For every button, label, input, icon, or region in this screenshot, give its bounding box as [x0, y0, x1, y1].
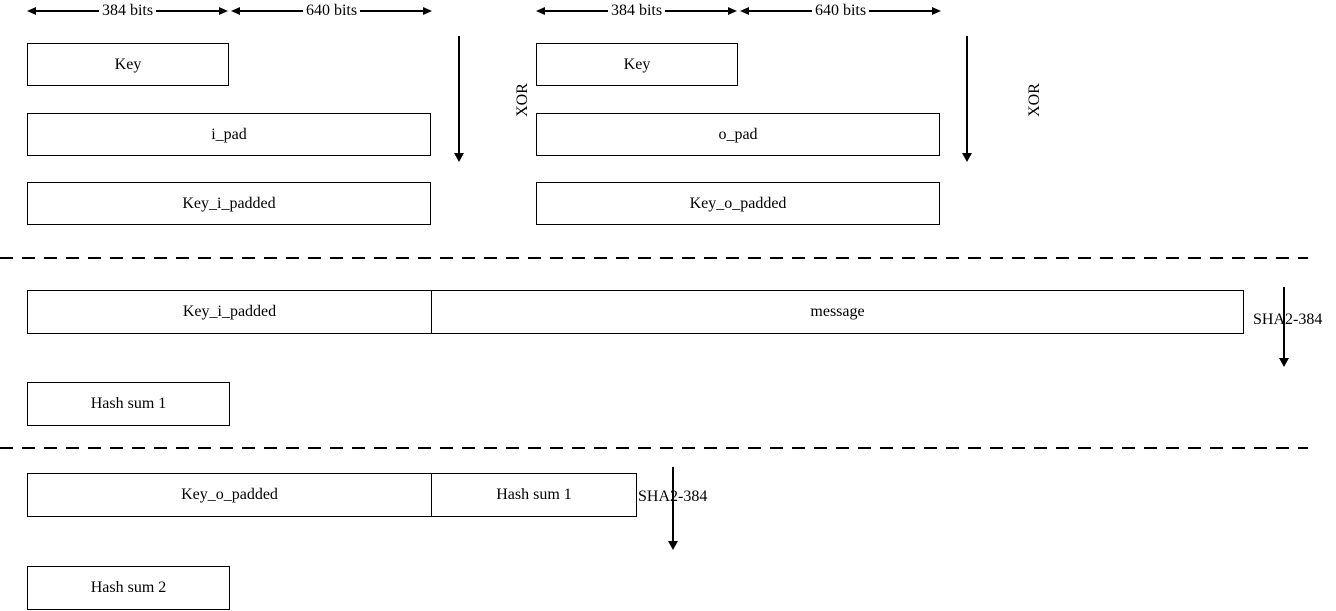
message-box: message: [432, 290, 1244, 334]
arrow-line: [545, 10, 608, 12]
dimension-arrow-inner-384bits: 384 bits: [27, 2, 228, 19]
sha-label-outer: SHA2-384: [638, 488, 708, 505]
dimension-label: 384 bits: [610, 2, 663, 19]
arrowhead-right-icon: [728, 7, 737, 15]
message-box-label: message: [810, 303, 865, 320]
xor-label-inner: XOR: [514, 83, 531, 117]
arrowhead-left-icon: [536, 7, 545, 15]
key-o-padded-input-box: Key_o_padded: [27, 473, 432, 517]
dimension-arrow-outer-640bits: 640 bits: [740, 2, 941, 19]
hash-sum-2-label: Hash sum 2: [90, 579, 167, 596]
sha-arrow-outer: [672, 467, 674, 541]
arrow-line: [360, 10, 423, 12]
arrowhead-left-icon: [231, 7, 240, 15]
arrow-line: [749, 10, 812, 12]
arrowhead-right-icon: [932, 7, 941, 15]
key-i-padded-box-label: Key_i_padded: [182, 194, 276, 212]
key-box-inner: Key: [27, 43, 229, 86]
hash-sum-1-label: Hash sum 1: [90, 395, 167, 412]
xor-arrow-outer: [966, 36, 968, 153]
arrow-line: [665, 10, 728, 12]
dimension-label: 640 bits: [814, 2, 867, 19]
section-divider-2: [0, 447, 1308, 449]
sha-label-inner: SHA2-384: [1253, 311, 1323, 328]
key-box-inner-label: Key: [114, 55, 142, 73]
dimension-label: 640 bits: [305, 2, 358, 19]
key-box-outer-label: Key: [623, 55, 651, 73]
arrow-line: [156, 10, 219, 12]
hash-sum-1-input-box: Hash sum 1: [432, 473, 637, 517]
sha-arrow-inner: [1283, 287, 1285, 358]
arrowhead-right-icon: [423, 7, 432, 15]
section-divider-1: [0, 257, 1308, 259]
key-i-padded-input-box: Key_i_padded: [27, 290, 432, 334]
hash-sum-1-input-label: Hash sum 1: [496, 486, 572, 503]
arrowhead-left-icon: [27, 7, 36, 15]
arrowhead-right-icon: [219, 7, 228, 15]
ipad-box: i_pad: [27, 113, 431, 156]
arrow-line: [240, 10, 303, 12]
key-box-outer: Key: [536, 43, 738, 86]
dimension-arrow-inner-640bits: 640 bits: [231, 2, 432, 19]
arrowhead-left-icon: [740, 7, 749, 15]
key-i-padded-input-label: Key_i_padded: [182, 303, 277, 320]
opad-box-label: o_pad: [718, 125, 758, 143]
opad-box: o_pad: [536, 113, 940, 156]
hash-sum-2-box: Hash sum 2: [27, 566, 230, 610]
dimension-label: 384 bits: [101, 2, 154, 19]
xor-label-outer: XOR: [1026, 83, 1043, 117]
key-i-padded-box: Key_i_padded: [27, 182, 431, 225]
key-o-padded-box-label: Key_o_padded: [689, 194, 787, 212]
arrow-line: [36, 10, 99, 12]
dimension-arrow-outer-384bits: 384 bits: [536, 2, 737, 19]
key-o-padded-box: Key_o_padded: [536, 182, 940, 225]
ipad-box-label: i_pad: [211, 125, 247, 143]
hash-sum-1-box: Hash sum 1: [27, 382, 230, 426]
arrow-line: [869, 10, 932, 12]
xor-arrow-inner: [458, 36, 460, 153]
key-o-padded-input-label: Key_o_padded: [181, 486, 278, 503]
